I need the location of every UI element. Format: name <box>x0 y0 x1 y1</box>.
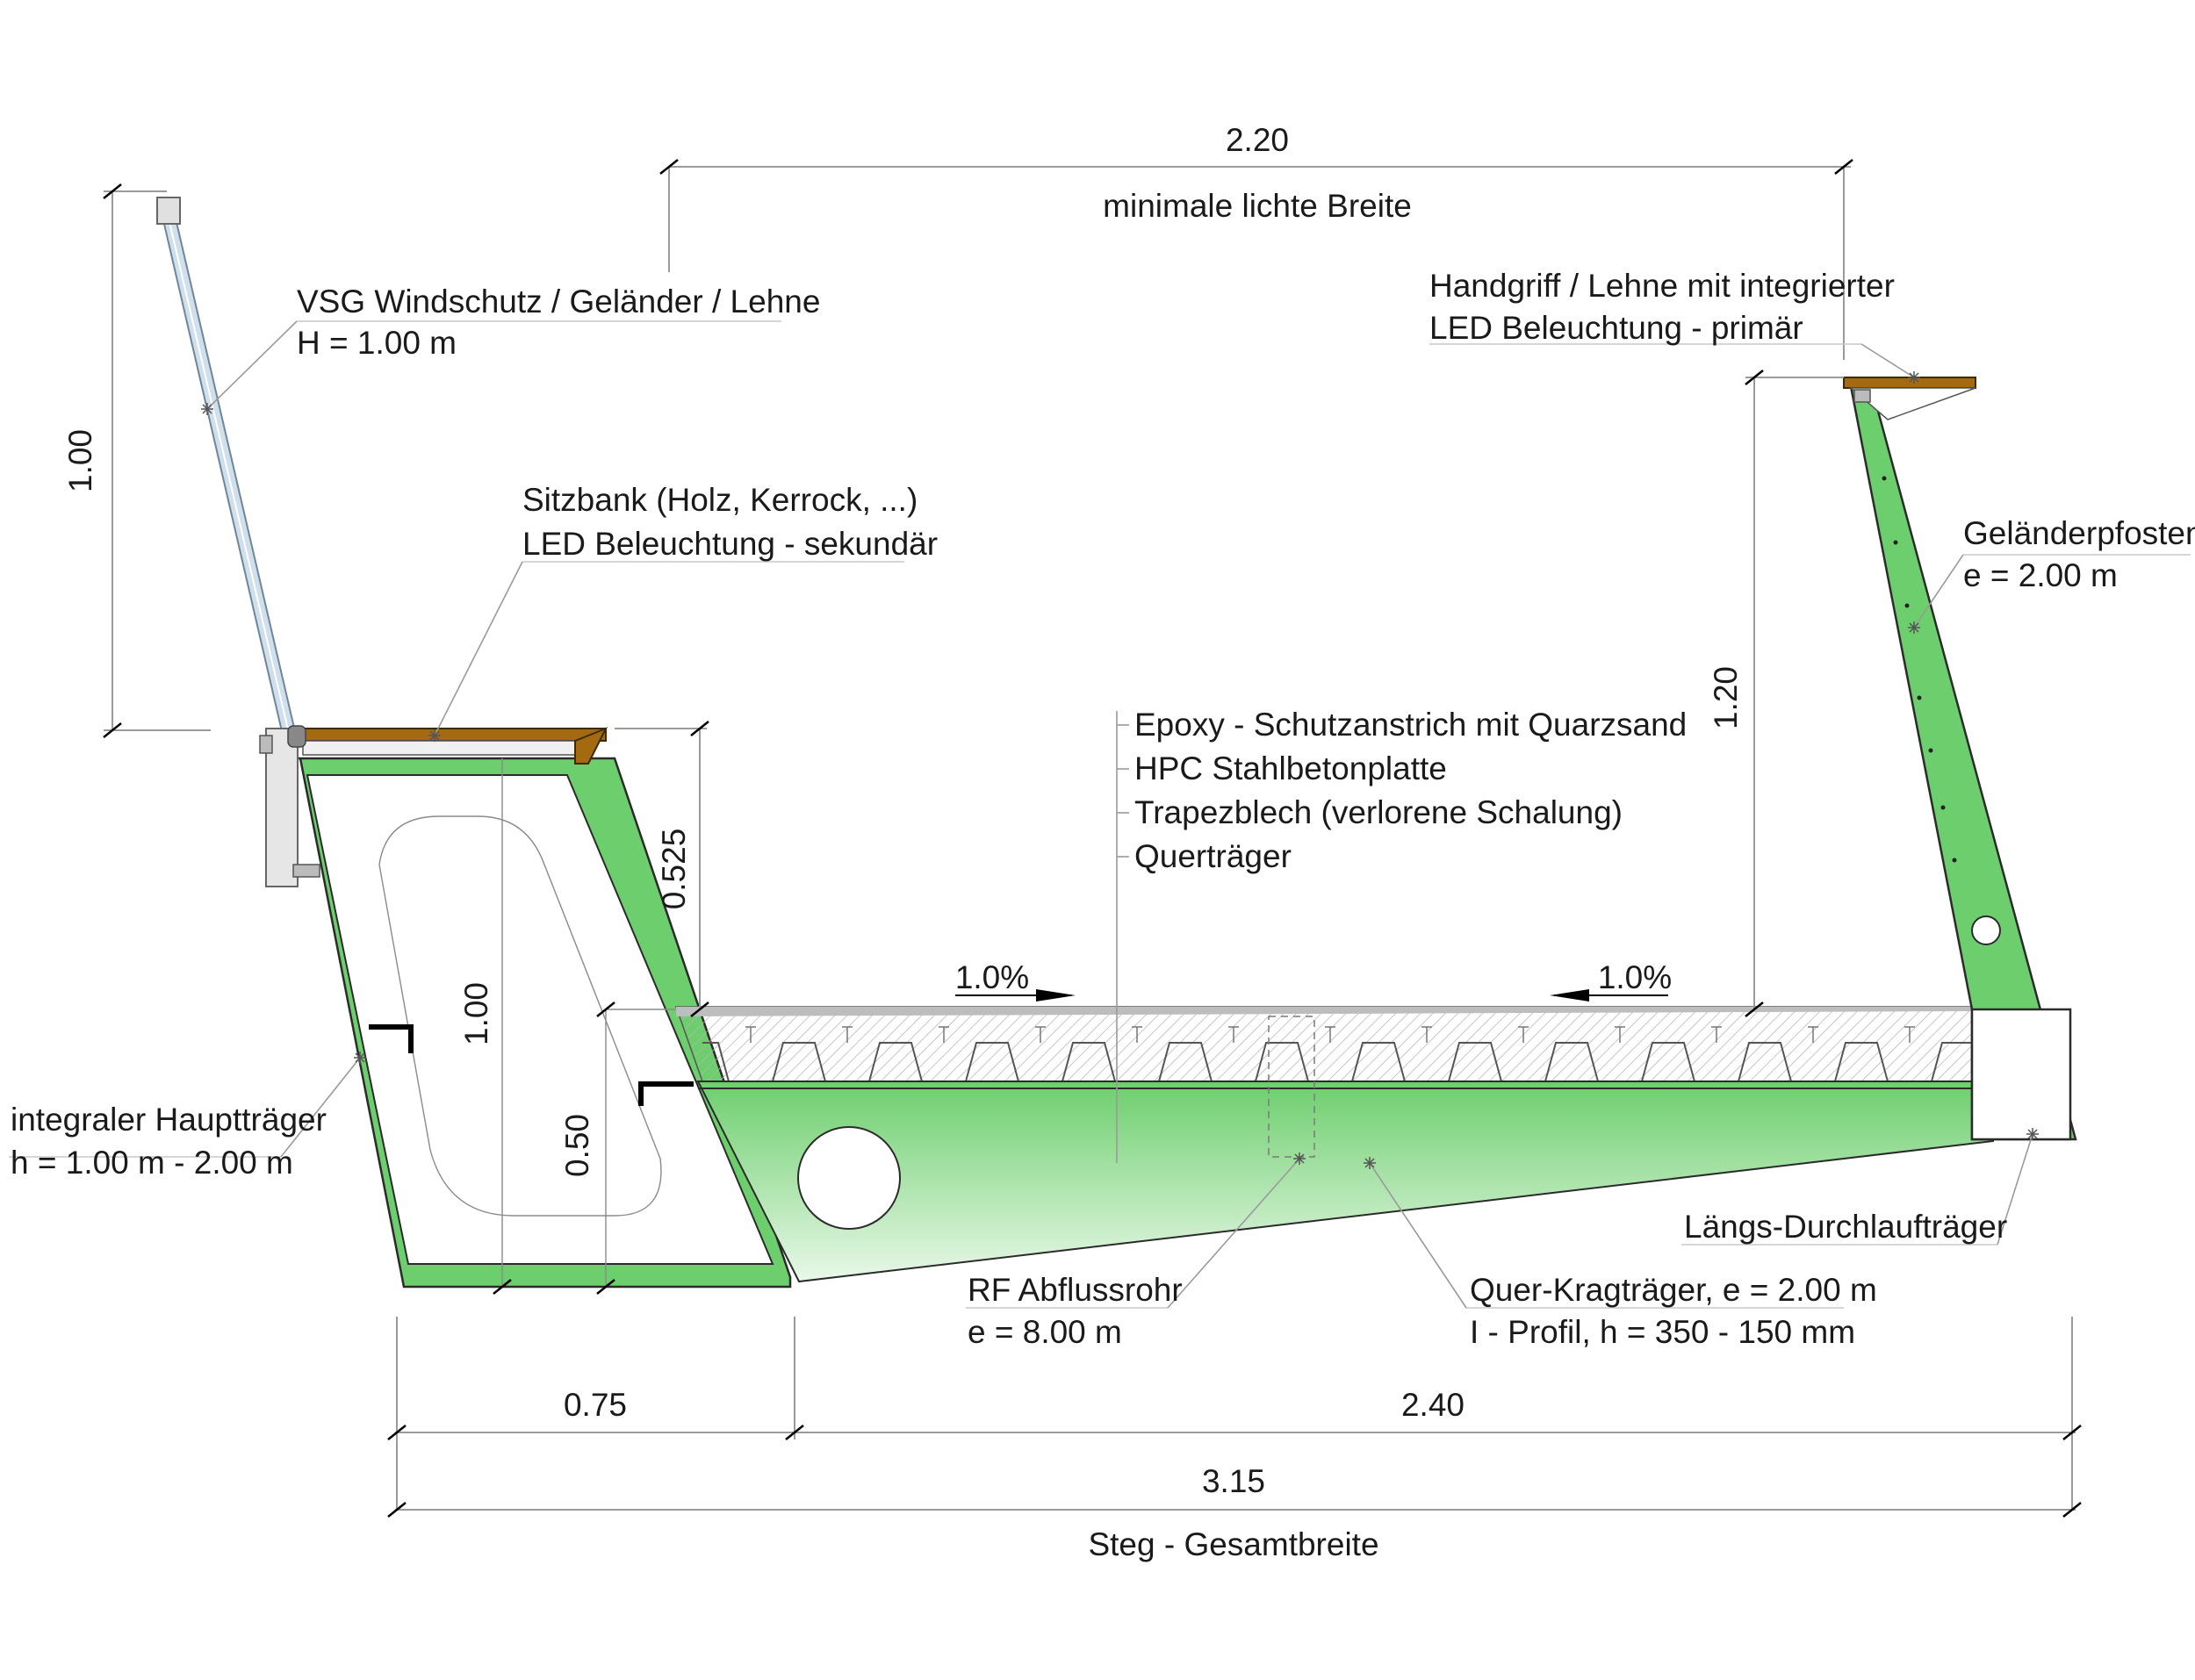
shear-stud <box>1228 1026 1239 1043</box>
cross-beam-label-2: I - Profil, h = 350 - 150 mm <box>1470 1314 1855 1350</box>
windscreen-label-2: H = 1.00 m <box>297 325 457 361</box>
main-girder-label-2: h = 1.00 m - 2.00 m <box>11 1145 293 1181</box>
leader-lines <box>9 320 2191 1309</box>
bench-height-label: 0.525 <box>656 829 692 910</box>
shear-stud <box>1904 1026 1915 1043</box>
bench-label-2: LED Beleuchtung - sekundär <box>522 526 938 562</box>
left-span-label: 0.75 <box>564 1387 627 1423</box>
total-width-value: 3.15 <box>1202 1463 1265 1499</box>
deck-layer-hpc: HPC Stahlbetonplatte <box>1134 750 1447 786</box>
clear-width-value: 2.20 <box>1226 122 1289 158</box>
deck-layer-trapezoid: Trapezblech (verlorene Schalung) <box>1134 794 1623 830</box>
shear-stud <box>1711 1026 1722 1043</box>
handrail-label-1: Handgriff / Lehne mit integrierter <box>1429 268 1895 304</box>
dimension-lines <box>103 159 2082 1518</box>
shear-stud <box>1421 1026 1432 1043</box>
shear-stud <box>939 1026 949 1043</box>
drain-label-1: RF Abflussrohr <box>968 1272 1183 1308</box>
cross-beam <box>696 1016 1994 1283</box>
deck-slab <box>674 1006 1975 1082</box>
shear-stud <box>745 1026 756 1043</box>
drain-opening <box>797 1126 901 1230</box>
cross-beam-label-1: Quer-Kragträger, e = 2.00 m <box>1470 1272 1877 1308</box>
shear-stud <box>1035 1026 1046 1043</box>
total-width-caption: Steg - Gesamtbreite <box>1088 1526 1378 1562</box>
longitudinal-beam <box>1970 1008 2072 1141</box>
girder-depth-label: 0.50 <box>559 1114 595 1177</box>
shear-stud <box>1615 1026 1625 1043</box>
post-height-label: 1.20 <box>1708 666 1744 729</box>
shear-stud <box>1808 1026 1818 1043</box>
shear-stud <box>1132 1026 1142 1043</box>
slope-left-label: 1.0% <box>955 959 1029 995</box>
deck-layer-crossbeam: Querträger <box>1134 838 1292 874</box>
clear-width-caption: minimale lichte Breite <box>1103 188 1412 224</box>
girder-height-label: 1.00 <box>458 982 494 1045</box>
windscreen-label-1: VSG Windschutz / Geländer / Lehne <box>297 284 820 319</box>
longitudinal-beam-label: Längs-Durchlaufträger <box>1684 1209 2007 1245</box>
slope-arrows <box>955 989 1668 1002</box>
post-label-2: e = 2.00 m <box>1963 557 2118 593</box>
right-span-label: 2.40 <box>1401 1387 1465 1423</box>
main-girder-label-1: integraler Hauptträger <box>11 1102 327 1138</box>
shear-stud <box>1325 1026 1335 1043</box>
handrail <box>1843 377 1976 420</box>
windscreen-height-label: 1.00 <box>62 429 98 492</box>
shear-stud <box>842 1026 853 1043</box>
deck-layer-epoxy: Epoxy - Schutzanstrich mit Quarzsand <box>1134 707 1687 743</box>
slope-right-label: 1.0% <box>1598 959 1672 995</box>
drain-label-2: e = 8.00 m <box>968 1314 1122 1350</box>
bench <box>287 725 608 765</box>
handrail-label-2: LED Beleuchtung - primär <box>1429 310 1803 346</box>
post-label-1: Geländerpfosten <box>1963 515 2195 551</box>
bench-label-1: Sitzbank (Holz, Kerrock, ...) <box>522 482 918 518</box>
windscreen-glass <box>156 197 320 887</box>
shear-stud <box>1518 1026 1529 1043</box>
main-girder <box>295 757 792 1289</box>
reference-markers <box>201 371 2039 1169</box>
